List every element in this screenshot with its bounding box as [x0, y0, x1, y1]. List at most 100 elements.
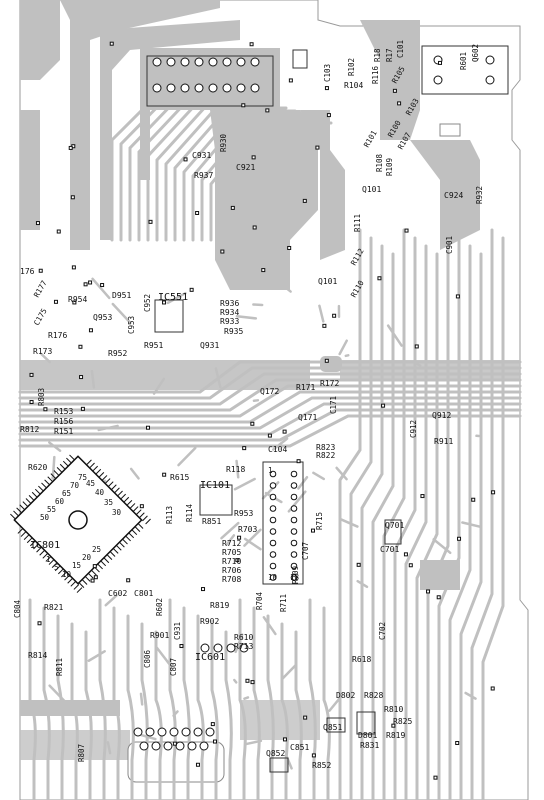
trace	[214, 367, 222, 389]
ic-pin	[31, 491, 38, 498]
pad	[80, 406, 85, 411]
ic101-label: IC101	[200, 480, 230, 491]
ic-pin	[70, 581, 77, 587]
pad	[267, 433, 272, 438]
trace	[146, 100, 270, 242]
trace	[282, 284, 292, 293]
trace	[360, 244, 384, 800]
ic-pin	[122, 538, 128, 545]
pad	[269, 562, 277, 570]
pad	[151, 741, 161, 751]
ic-pin	[145, 518, 151, 525]
pad	[71, 265, 76, 270]
ic-pin	[101, 475, 108, 481]
pad	[100, 283, 105, 288]
trace	[51, 455, 56, 478]
pin-number: 60	[55, 497, 65, 506]
trace	[404, 244, 428, 800]
trace	[308, 598, 317, 800]
label-r803: R803	[37, 388, 46, 406]
label-r951: R951	[144, 341, 163, 350]
label-r953: R953	[234, 509, 253, 518]
pad	[145, 425, 150, 430]
trace	[84, 630, 93, 800]
pad	[194, 83, 204, 93]
ic-pin	[97, 563, 103, 570]
pad	[152, 83, 162, 93]
pad	[433, 775, 438, 780]
label-r156: R156	[54, 417, 73, 426]
label-c806: C806	[143, 649, 152, 668]
label-r172: R172	[320, 379, 339, 388]
pad	[166, 57, 176, 67]
pad	[29, 400, 34, 405]
pin-number: 70	[70, 481, 80, 490]
ic-pin	[81, 579, 88, 585]
label-c171: C171	[329, 396, 338, 414]
pad	[195, 762, 200, 767]
trace	[426, 228, 450, 800]
pad	[230, 205, 235, 210]
pad	[226, 643, 236, 653]
label-r852: R852	[312, 761, 331, 770]
trace	[432, 538, 452, 555]
trace	[344, 354, 350, 358]
trace	[356, 579, 369, 589]
pad	[152, 57, 162, 67]
label-c931b: C931	[173, 622, 182, 640]
pad	[88, 280, 93, 285]
ic-pin	[36, 546, 42, 553]
trace	[182, 606, 191, 800]
pad	[290, 482, 298, 489]
label-c931: C931	[192, 151, 211, 160]
trace	[42, 606, 51, 800]
pad	[166, 83, 176, 93]
label-q852: Q852	[266, 749, 285, 758]
trace	[224, 630, 233, 800]
trace	[349, 236, 373, 800]
ic-pin	[78, 582, 85, 588]
ic-pin	[142, 515, 148, 522]
pad	[282, 737, 287, 742]
trace	[168, 598, 177, 800]
ic-pin	[17, 528, 24, 534]
pad	[201, 587, 206, 592]
label-r822: R822	[316, 451, 335, 460]
ic801-pin-numbers: 50 55 60 65 70 75 1 5 10 15 20 25 45 40 …	[40, 473, 122, 579]
label-r108: R108	[375, 153, 384, 172]
pad	[471, 497, 476, 502]
trace	[225, 534, 236, 546]
label-r705: R705	[222, 548, 241, 557]
trace	[233, 678, 238, 684]
label-r111: R111	[353, 214, 362, 232]
pad	[282, 429, 287, 434]
label-r704: R704	[255, 591, 264, 610]
pad	[205, 727, 215, 737]
label-r602: R602	[155, 598, 164, 616]
label-c901: C901	[445, 236, 454, 254]
pad	[356, 562, 361, 567]
pin-number: 45	[86, 479, 95, 488]
pad	[490, 686, 495, 691]
label-c602: C602	[108, 589, 127, 598]
ic-pin	[44, 479, 50, 486]
pad	[269, 505, 277, 512]
pad	[381, 403, 386, 408]
pad	[241, 103, 246, 108]
trace	[70, 622, 79, 800]
label-r810: R810	[384, 705, 403, 714]
label-r828: R828	[364, 691, 383, 700]
component-labels: C101 R17 R18 C103 R102 R104 R116 R105 R1…	[13, 40, 484, 770]
trace	[280, 622, 289, 800]
trace	[152, 377, 166, 395]
ic-pin	[62, 460, 69, 467]
label-c912: C912	[409, 420, 418, 438]
label-r109: R109	[385, 158, 394, 176]
trace	[481, 236, 505, 800]
label-c101: C101	[396, 40, 405, 58]
label-c103: C103	[323, 64, 332, 82]
label-c804: C804	[13, 599, 22, 618]
pad	[296, 459, 301, 464]
pad	[245, 678, 250, 683]
ic-pin	[39, 549, 45, 556]
